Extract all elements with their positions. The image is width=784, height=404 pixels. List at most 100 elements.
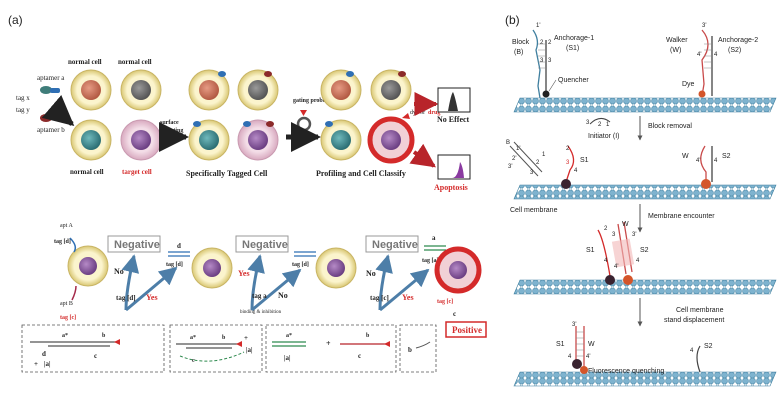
s1-label-3: S1 (586, 247, 595, 254)
anchorage1-label: Anchorage-1 (554, 35, 594, 42)
probe-tagd-label-2: tag [d] (292, 262, 309, 268)
aptamer-a-shape (40, 86, 52, 94)
reaction-box-2 (169, 324, 263, 373)
box2-plus: + (244, 334, 248, 342)
quencher-label: Quencher (558, 77, 589, 84)
box1-b: b (102, 333, 106, 339)
bi-1prime: 1' (516, 146, 520, 152)
w-4prime: 4' (697, 52, 701, 58)
bi-3: 3 (530, 170, 534, 176)
anchorage2-label: Anchorage-2 (718, 37, 758, 44)
histogram-no-effect (437, 87, 471, 113)
nucleus-gray-3 (381, 80, 401, 100)
probe-d-duplex (168, 251, 190, 257)
aptamer-a-label: aptamer a (37, 74, 65, 82)
tree-nucleus-final (449, 261, 467, 279)
apt-b-label: apt B (60, 301, 73, 307)
yes-label-1: Yes (146, 293, 158, 302)
positive-box (445, 321, 487, 338)
membrane-2 (513, 184, 777, 200)
walker-strand-2 (700, 145, 707, 182)
s2-strand-4 (696, 345, 701, 373)
nucleus-teal-1 (81, 130, 101, 150)
i-2: 2 (598, 122, 602, 128)
bi-2: 2 (536, 160, 540, 166)
normal-cell-label-1: normal cell (68, 58, 102, 66)
q2-tag-a-label: tag a (252, 292, 267, 300)
bi-b: B (506, 140, 510, 146)
surface-targeting-label-1: surface (160, 120, 179, 126)
surface-targeting-label-2: targeting (160, 128, 183, 134)
tree-nucleus-3 (327, 259, 345, 277)
s1-label-2: S1 (580, 157, 589, 164)
tag-on-cell-7 (325, 121, 333, 127)
s4-4prime: 4' (586, 354, 590, 360)
step-2: B 1' 2' 3' 1 2 3 2 3 4 S1 W 4' 4 S2 Cell… (506, 140, 731, 214)
box2-a: |a| (246, 346, 253, 354)
cell-group-1: normal cell normal cell normal cell targ… (68, 58, 162, 176)
no-effect-label: No Effect (437, 115, 470, 124)
tag-x-label: tag x (16, 94, 30, 102)
gating-probe-triangle (300, 110, 307, 116)
dye-ball-4 (580, 366, 588, 374)
negative-box-2 (235, 235, 289, 253)
yes-branch-arrow-3 (379, 268, 430, 312)
nucleus-purple-3 (381, 130, 401, 150)
gating-probe-label: gating probe (293, 98, 326, 104)
probe-tagd-label-1: tag [d] (166, 262, 183, 268)
step-3: 2 3 W 3' S1 4 4' 4 S2 (586, 221, 649, 285)
box3-dye (384, 341, 390, 347)
negative-label-2: Negative (242, 239, 288, 251)
bi-3prime: 3' (508, 164, 512, 170)
s1-strand-3 (597, 229, 611, 277)
reaction-box-3 (265, 324, 397, 373)
panel-b-label: (b) (505, 13, 520, 27)
w2-4prime: 4' (696, 158, 700, 164)
bi-2prime: 2' (512, 156, 516, 162)
tag-y-label: tag y (16, 106, 30, 114)
apoptosis-label: Apoptosis (434, 183, 468, 192)
normal-cell-label-2: normal cell (118, 58, 152, 66)
box4-strand (415, 341, 431, 349)
b-2: 2 (540, 40, 544, 46)
tag-on-cell-6 (398, 71, 406, 77)
q3-tag-c-label: tag [c] (370, 294, 389, 302)
cell-group-3: dye or drug Profiling and Cell Classify (316, 69, 440, 178)
final-tagc-label: tag [c] (437, 299, 453, 305)
no-branch-arrow-3 (375, 254, 393, 311)
nucleus-purple-2 (248, 130, 268, 150)
no-branch-arrow-1 (121, 254, 140, 311)
reaction-box-1 (21, 324, 165, 373)
profiling-label: Profiling and Cell Classify (316, 169, 406, 178)
tag-on-cell-1 (218, 71, 226, 77)
block-b-label: (B) (514, 49, 523, 56)
s3-3: 3 (612, 232, 616, 238)
cell-membrane-label: Cell membrane (510, 207, 558, 214)
probe-d-label: d (177, 242, 181, 250)
box1-dye (114, 339, 120, 345)
b-1prime: 1' (536, 23, 540, 29)
s3-4prime: 4' (614, 264, 618, 270)
apt-a-label: apt A (60, 223, 73, 229)
probe-a-duplex (424, 245, 446, 251)
block-strand (532, 29, 541, 99)
block-rungs (538, 43, 546, 69)
s1-2: 2 (566, 146, 570, 152)
step-4: 3' S1 W 4 4' Fluorescence quenching 4 S2 (556, 322, 713, 375)
no-label-2: No (278, 291, 288, 300)
initiator-label: Initiator (I) (588, 133, 620, 140)
s4-4b: 4 (690, 348, 694, 354)
normal-cell-label-3: normal cell (70, 168, 104, 176)
reaction-box-4 (399, 324, 437, 373)
box3-b: b (366, 333, 370, 339)
target-cell-label: target cell (122, 168, 152, 176)
quencher-ball-2 (561, 179, 571, 189)
s1-free-strand (565, 145, 575, 183)
s2-label-2: S2 (722, 153, 731, 160)
apt-b-strand (71, 285, 77, 301)
fluorescence-quenching-label: Fluorescence quenching (588, 368, 664, 375)
tree-nucleus-2 (203, 259, 221, 277)
tag-on-cell-2 (264, 71, 272, 77)
block-label: Block (512, 39, 530, 46)
